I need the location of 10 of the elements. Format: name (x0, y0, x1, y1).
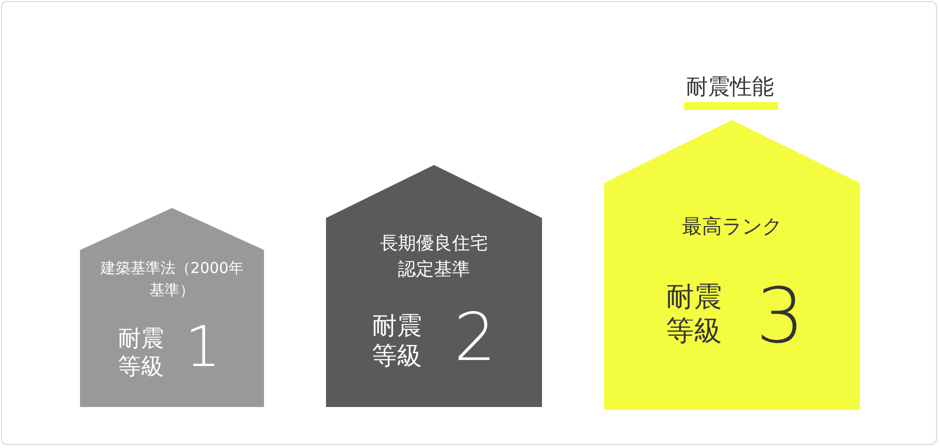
house-caption: 長期優良住宅認定基準 (379, 232, 489, 282)
grade-number: 3 (756, 278, 804, 354)
title: 耐震性能 (685, 74, 775, 102)
house-caption: 最高ランク (681, 213, 783, 240)
grade-number: 2 (454, 305, 496, 371)
seismic-grade-label: 耐震等級 (666, 280, 723, 348)
seismic-grade-label: 耐震等級 (372, 311, 423, 371)
seismic-grade-label: 耐震等級 (118, 326, 165, 382)
grade-number: 1 (185, 320, 221, 376)
house-caption: 建築基準法（2000年基準） (99, 258, 245, 301)
